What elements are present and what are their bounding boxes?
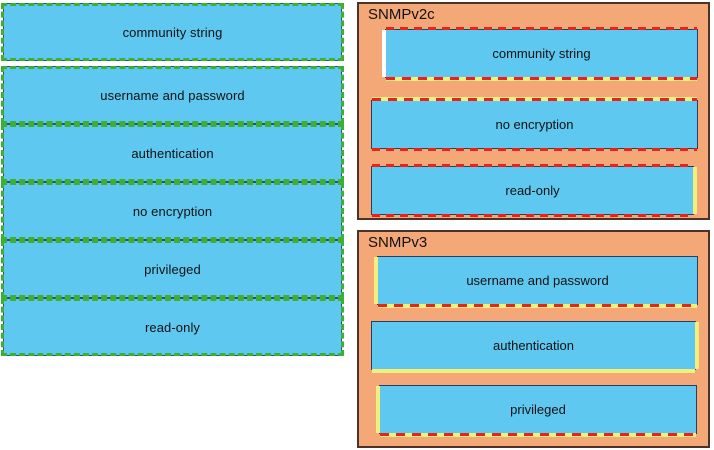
highlight-left-edge [376, 386, 380, 433]
dropped-item-label: no encryption [495, 117, 574, 132]
option-item[interactable]: community string [1, 3, 344, 61]
dropped-item-label: username and password [466, 273, 609, 288]
highlight-top-dash [372, 97, 697, 101]
option-label: community string [122, 24, 223, 40]
dropped-item[interactable]: authentication [371, 321, 699, 373]
panel-title: SNMPv3 [368, 234, 428, 251]
dropped-item-label: authentication [493, 338, 574, 353]
option-item[interactable]: privileged [1, 240, 344, 298]
option-item[interactable]: read-only [1, 298, 344, 356]
option-label: privileged [144, 261, 201, 277]
highlight-right-edge [695, 322, 699, 369]
draggable-option-bank: community string username and password a… [0, 0, 345, 360]
panel-title: SNMPv2c [368, 6, 435, 23]
dropped-item[interactable]: community string [382, 27, 698, 81]
option-label: username and password [100, 87, 245, 103]
dropped-item[interactable]: no encryption [371, 97, 698, 151]
dropped-item-label: read-only [505, 183, 560, 198]
highlight-bottom-dash [378, 304, 697, 308]
dropped-item[interactable]: privileged [376, 385, 697, 437]
dropped-item-label: community string [492, 46, 591, 61]
highlight-bottom-dash [372, 214, 693, 217]
snmpv2c-drop-panel[interactable]: SNMPv2c community string no encryption r… [357, 2, 710, 220]
highlight-top-dash [386, 27, 697, 30]
option-label: no encryption [132, 203, 213, 219]
dropped-item[interactable]: username and password [374, 256, 698, 308]
highlight-bottom-edge [372, 369, 695, 373]
dropped-item[interactable]: read-only [371, 164, 697, 217]
highlight-bottom-dash [386, 77, 697, 81]
highlight-top-dash [372, 164, 693, 167]
highlight-left-edge [382, 30, 386, 77]
option-item[interactable]: no encryption [1, 182, 344, 240]
option-item[interactable]: authentication [1, 124, 344, 182]
option-label: authentication [131, 145, 214, 161]
highlight-right-edge [693, 167, 697, 214]
highlight-bottom-dash [372, 148, 697, 151]
option-label: read-only [144, 319, 201, 335]
dropped-item-label: privileged [510, 402, 566, 417]
option-item[interactable]: username and password [1, 66, 344, 124]
snmpv3-drop-panel[interactable]: SNMPv3 username and password authenticat… [357, 230, 710, 448]
highlight-left-edge [374, 257, 378, 304]
highlight-bottom-dash [380, 433, 696, 437]
